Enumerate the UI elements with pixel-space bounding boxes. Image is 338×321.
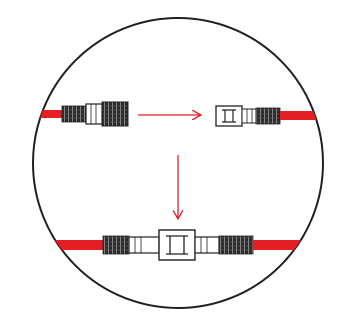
red-cable-left — [33, 110, 70, 118]
socket-front — [215, 105, 243, 127]
plug-nut — [101, 101, 129, 127]
cable-strain-relief — [61, 105, 87, 123]
joined-connector — [33, 229, 323, 261]
plug-collar — [85, 103, 103, 125]
female-socket-cable — [215, 105, 323, 127]
socket-strain-relief — [255, 107, 281, 125]
joined-coupling — [158, 229, 196, 261]
red-cable-bottom-right — [253, 240, 323, 250]
joined-left-collar — [128, 236, 160, 254]
red-cable-right — [280, 111, 323, 120]
male-plug-cable — [33, 101, 129, 127]
socket-collar — [241, 108, 257, 124]
joined-right-strain-relief — [218, 235, 254, 255]
red-cable-bottom-left — [33, 240, 110, 250]
joined-left-strain-relief — [102, 235, 130, 255]
